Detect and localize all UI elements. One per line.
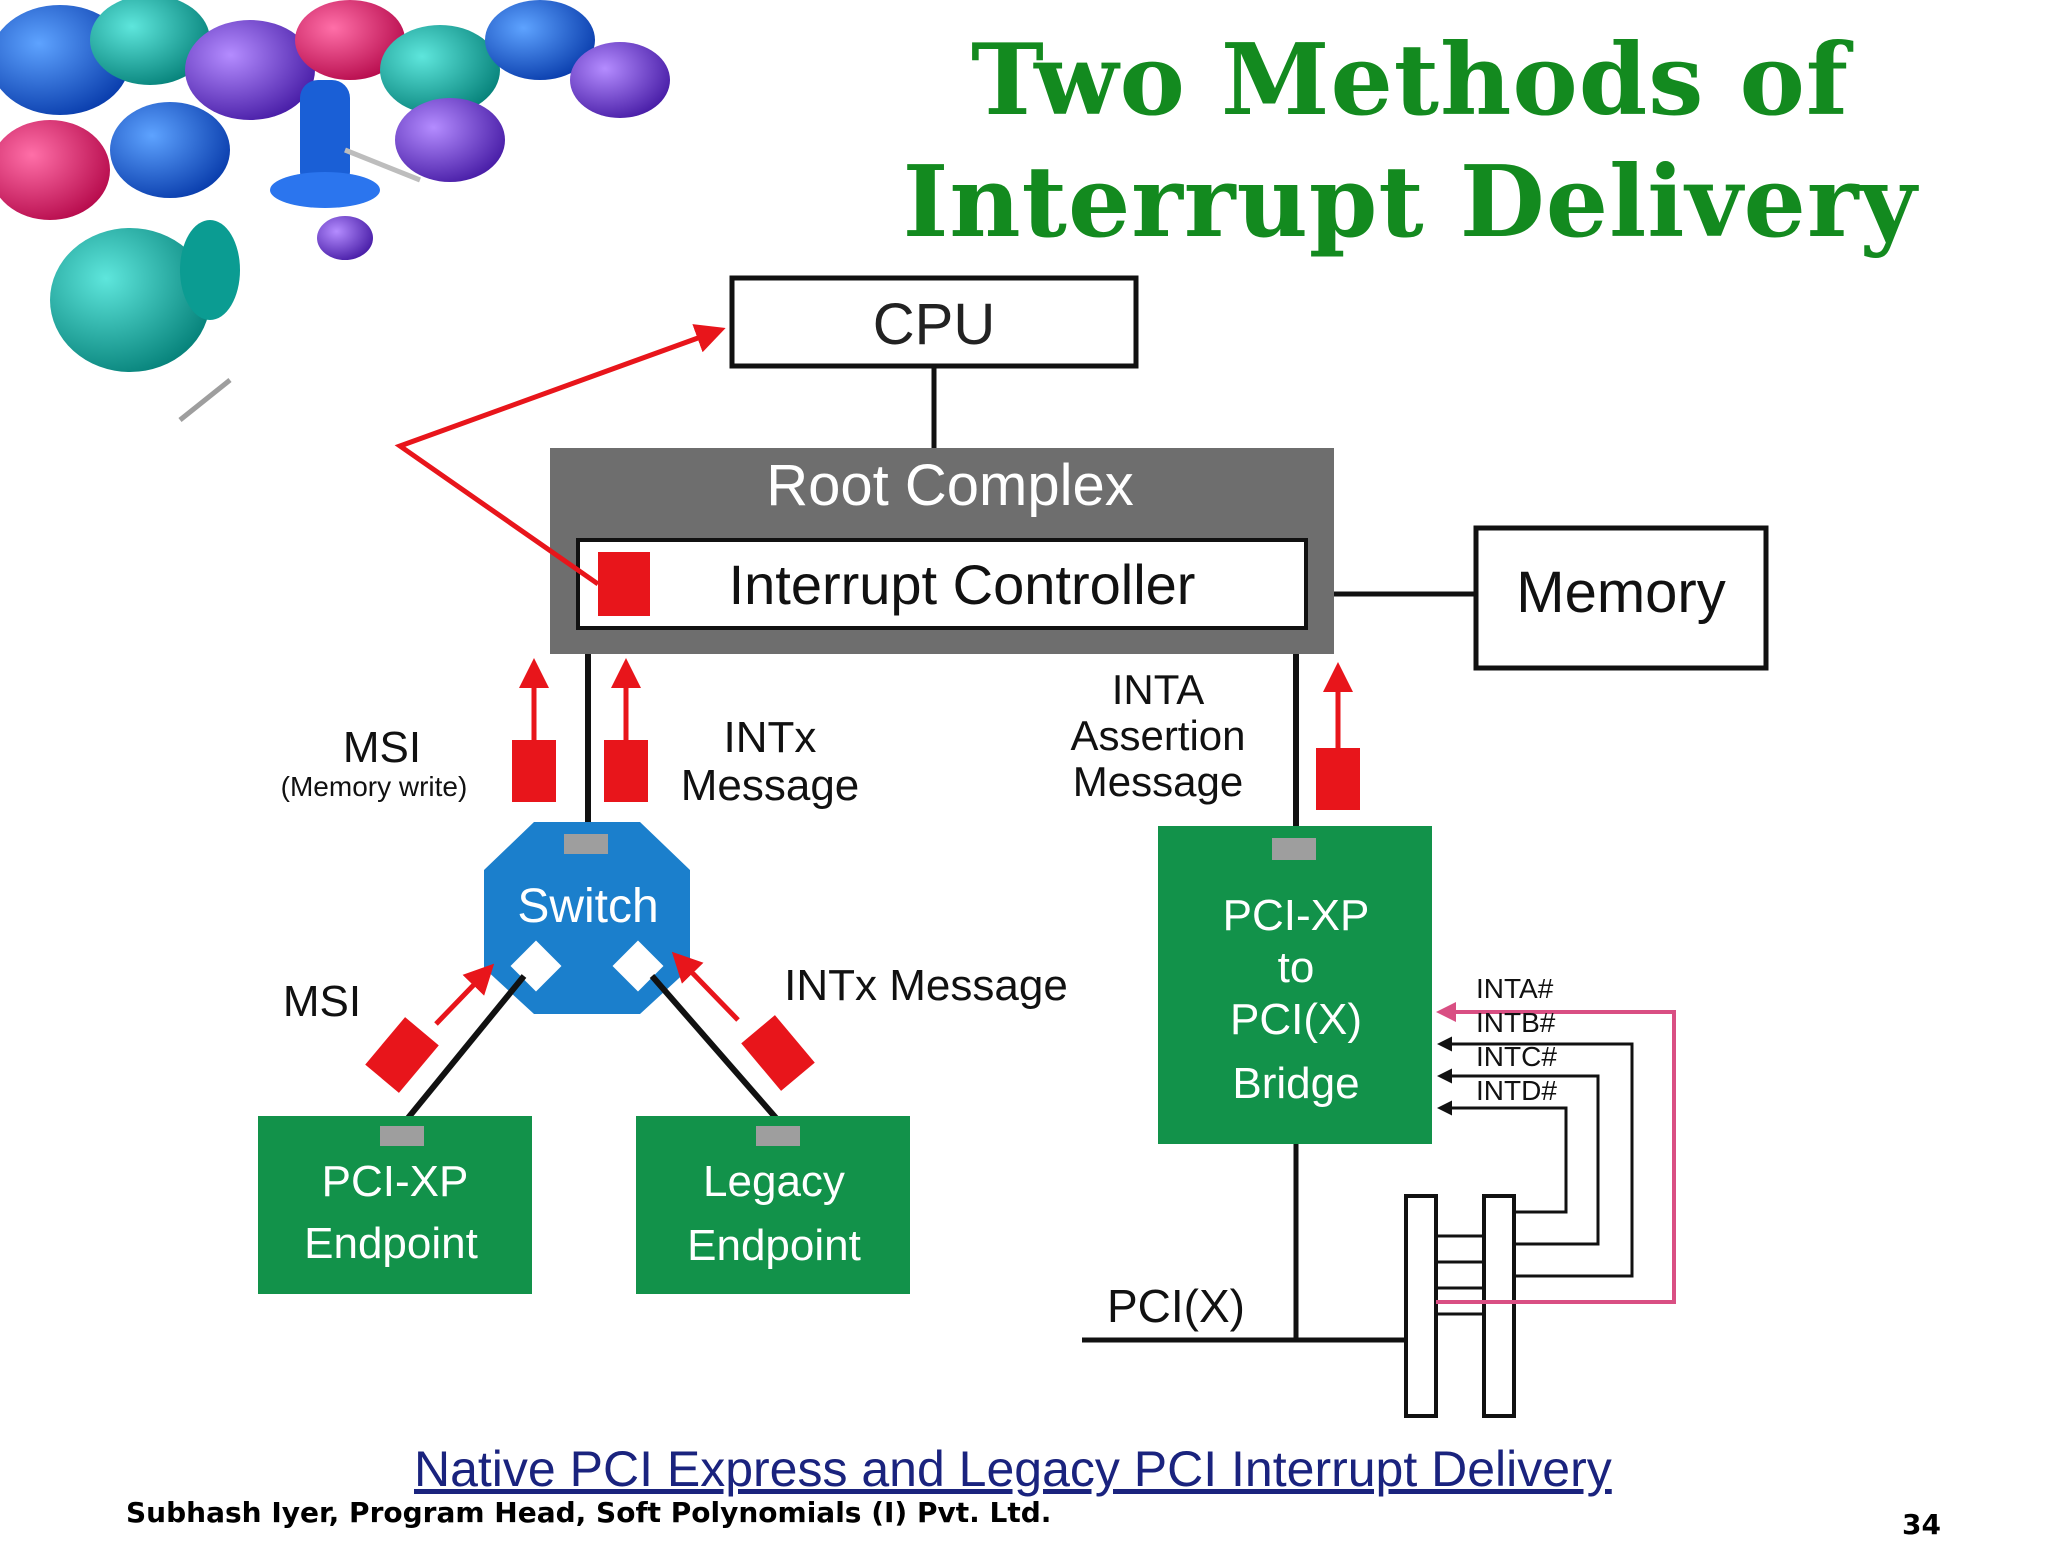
intd-pin-label: INTD#: [1476, 1075, 1557, 1106]
msi-top-sublabel: (Memory write): [281, 771, 468, 802]
interrupt-controller-box: [576, 538, 1308, 630]
msi-left-label: MSI: [283, 977, 361, 1026]
pcixp-endpoint-label-2: Endpoint: [304, 1219, 478, 1268]
slide-title: Two Methods of Interrupt Delivery: [860, 20, 1960, 264]
cpu-box: [729, 275, 1139, 369]
inta-assertion-label-3: Message: [1073, 758, 1243, 805]
caption-link[interactable]: Native PCI Express and Legacy PCI Interr…: [414, 1441, 1612, 1497]
title-line-1: Two Methods of: [970, 23, 1850, 138]
memory-label: Memory: [1516, 560, 1725, 625]
root-complex-label: Root Complex: [766, 453, 1133, 518]
footer-author: Subhash Iyer, Program Head, Soft Polynom…: [126, 1496, 1052, 1529]
pcixp-to-pcix-bridge-box: [1158, 826, 1432, 1144]
pci-slot-2: [1482, 1194, 1516, 1418]
inta-assertion-label-1: INTA: [1112, 666, 1205, 713]
page-number: 34: [1902, 1508, 1941, 1541]
memory-box: [1473, 525, 1769, 671]
pci-slot-1: [1404, 1194, 1438, 1418]
inta-wire: [1436, 1002, 1676, 1304]
switch-label: Switch: [517, 880, 658, 933]
intb-wire: [1437, 1036, 1634, 1278]
legacy-endpoint-label-1: Legacy: [703, 1157, 845, 1206]
intc-wire: [1437, 1068, 1600, 1246]
interrupt-controller-label: Interrupt Controller: [729, 553, 1196, 616]
push-pins-image: [0, 0, 720, 496]
msi-packet-upstream: [512, 740, 556, 802]
msi-top-label: MSI: [343, 723, 421, 772]
intx-message-label-1: INTx: [724, 713, 817, 762]
inta-packet-upstream: [1316, 748, 1360, 810]
intx-message-label-2: Message: [681, 761, 860, 810]
interrupt-controller-packet: [598, 552, 650, 616]
intx-packet-downstream: [741, 1015, 815, 1091]
bridge-label-4: Bridge: [1232, 1059, 1359, 1108]
msi-to-cpu-arrow: [394, 324, 726, 587]
intx-message-right-label: INTx Message: [784, 961, 1068, 1010]
title-line-2: Interrupt Delivery: [902, 145, 1918, 260]
msi-packet-downstream: [365, 1017, 439, 1093]
inta-pin-label: INTA#: [1476, 973, 1554, 1004]
cpu-label: CPU: [873, 292, 995, 357]
intd-wire: [1437, 1100, 1568, 1214]
intx-packet-upstream: [604, 740, 648, 802]
inta-assertion-label-2: Assertion: [1070, 712, 1245, 759]
intb-pin-label: INTB#: [1476, 1007, 1556, 1038]
pcix-bus-label: PCI(X): [1107, 1280, 1245, 1332]
pcixp-endpoint-label-1: PCI-XP: [322, 1157, 469, 1206]
bridge-label-1: PCI-XP: [1223, 891, 1370, 940]
bridge-label-2: to: [1278, 943, 1315, 992]
intc-pin-label: INTC#: [1476, 1041, 1557, 1072]
bridge-label-3: PCI(X): [1230, 995, 1362, 1044]
legacy-endpoint-label-2: Endpoint: [687, 1221, 861, 1270]
